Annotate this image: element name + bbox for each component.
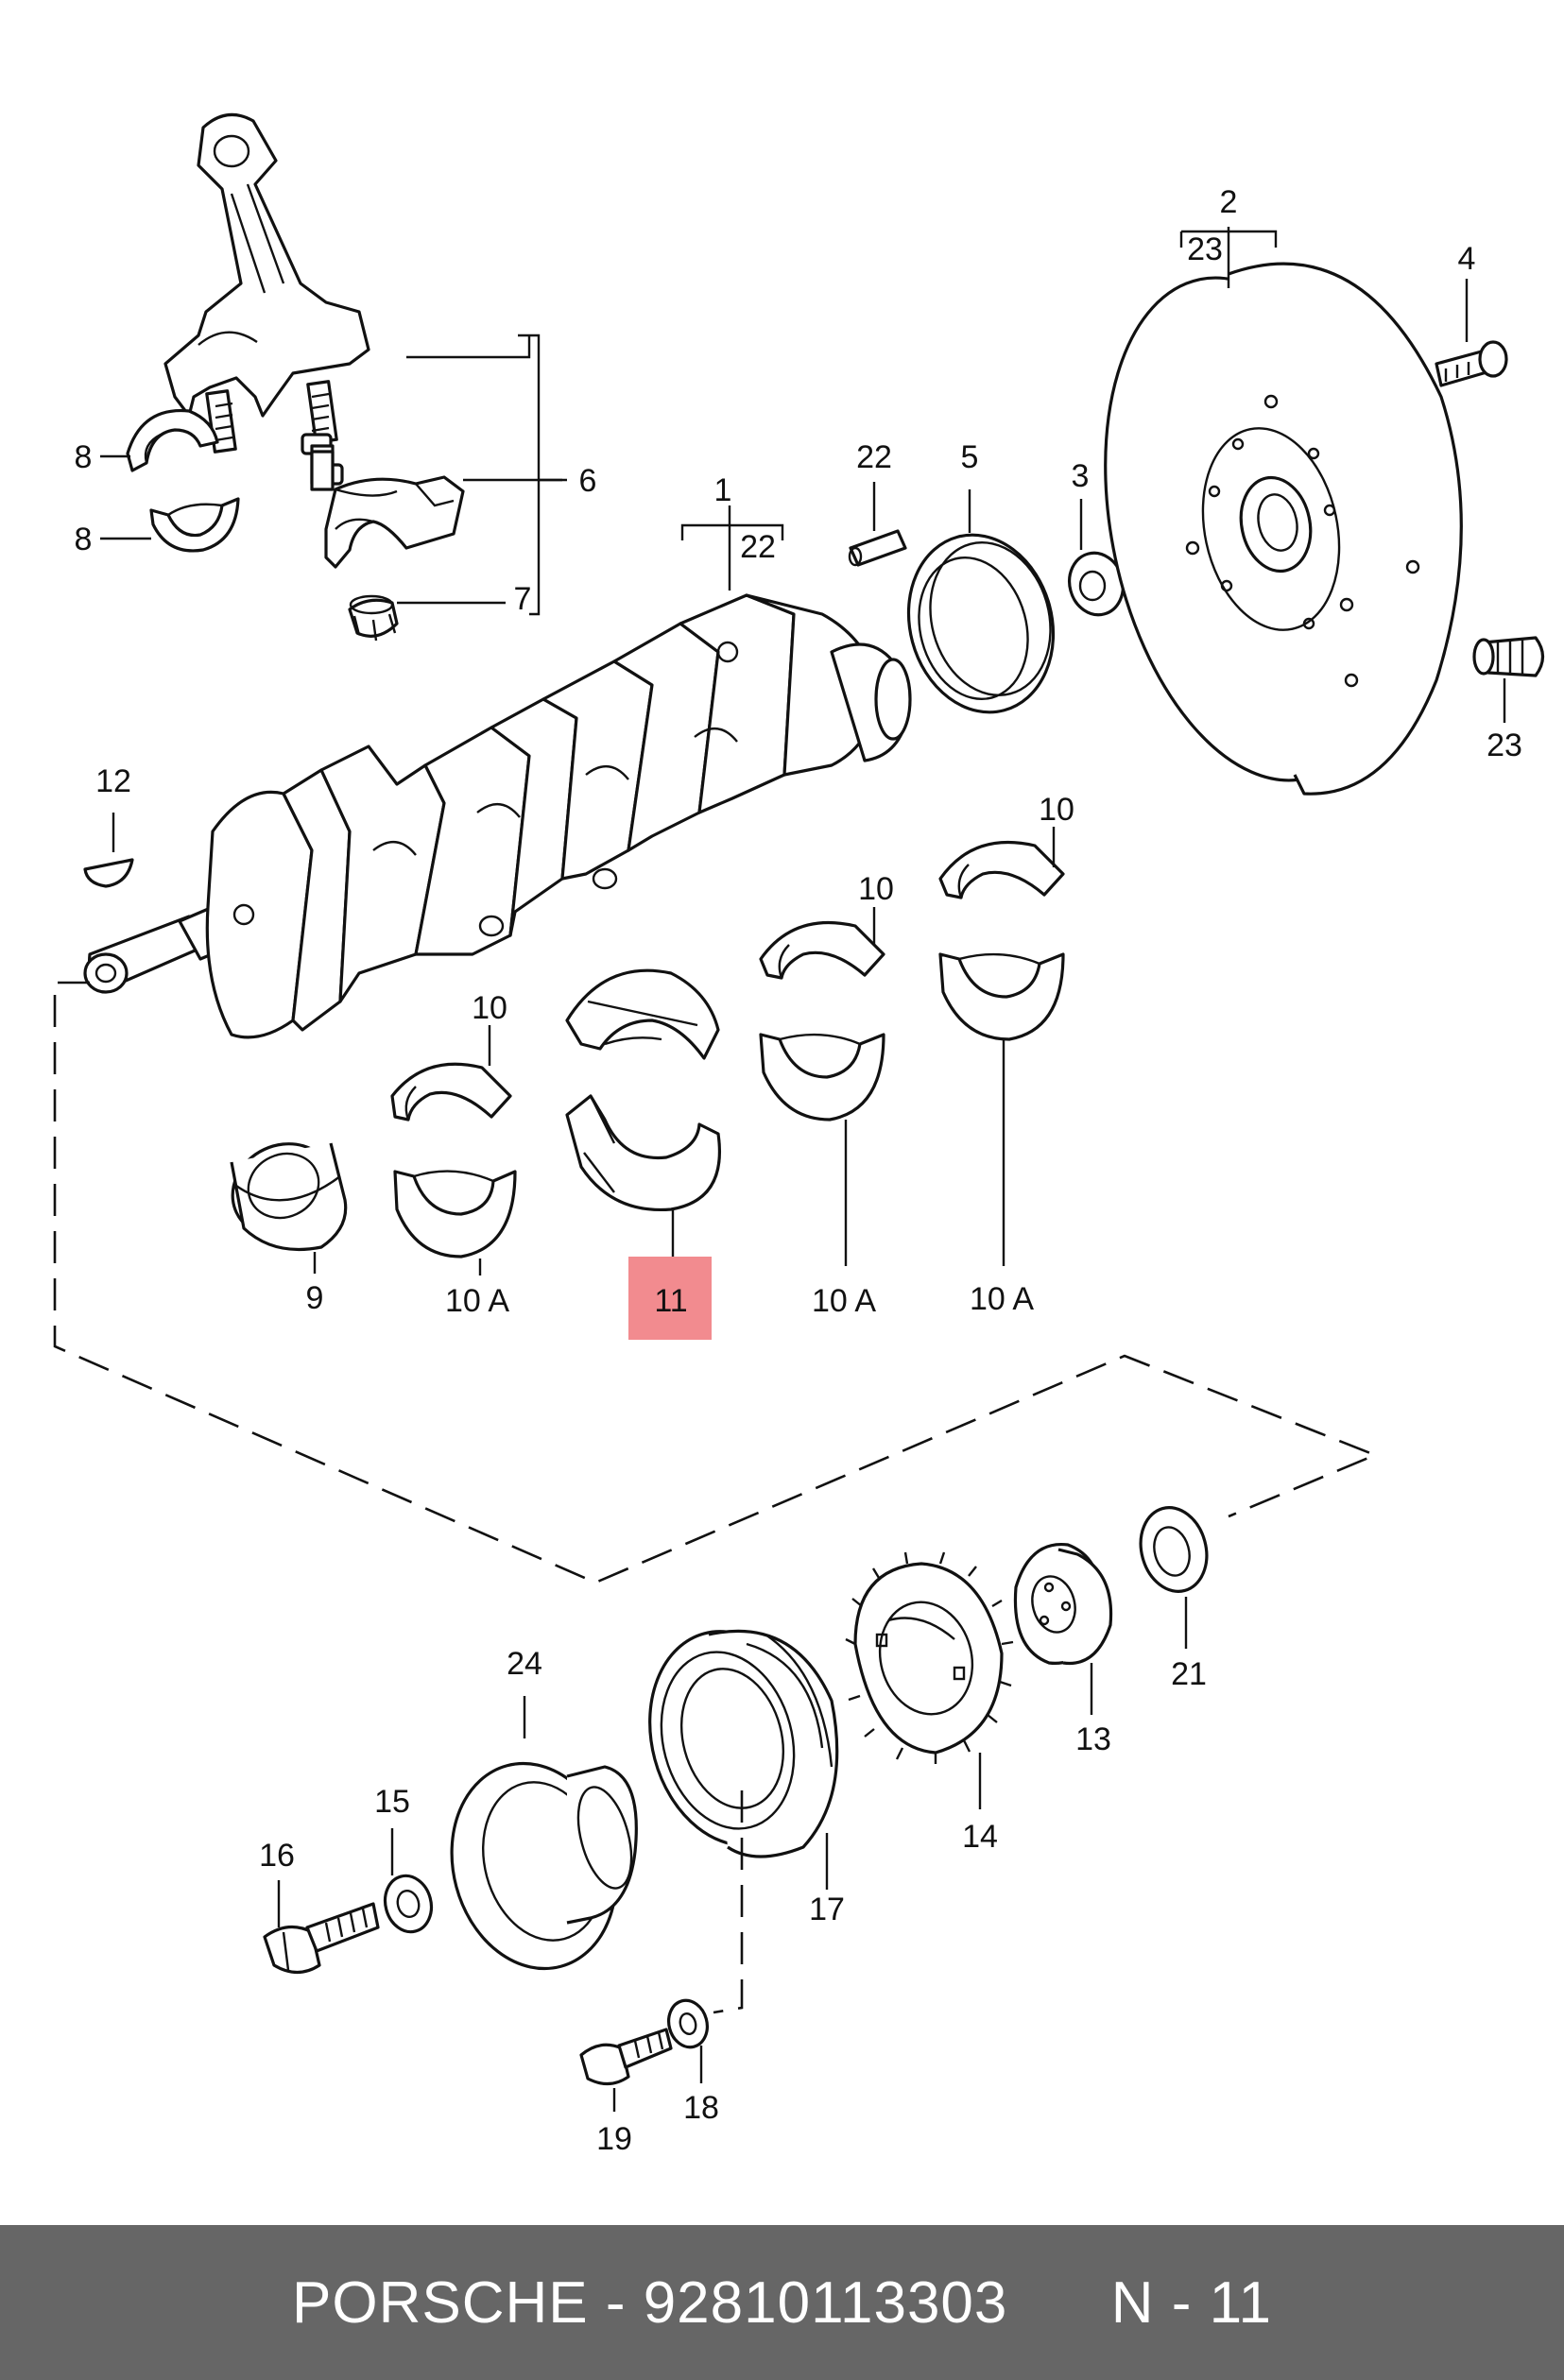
washer-18 <box>667 1998 709 2049</box>
flywheel-dowel <box>1472 636 1545 677</box>
main-bearing-shell-upper <box>390 1062 512 1122</box>
seal-ring-21 <box>1139 1506 1209 1593</box>
crankshaft-exploded-diagram: 1 22 22 5 3 2 23 4 23 6 7 8 8 12 10 10 1… <box>53 112 1545 2157</box>
callout-14: 14 <box>962 1819 998 1855</box>
part-number: 92810113303 <box>643 2269 1008 2336</box>
brand-name: PORSCHE <box>291 2269 589 2336</box>
pilot-bearing <box>1068 551 1125 617</box>
page-code: N - 11 <box>1110 2269 1272 2336</box>
callout-12: 12 <box>95 763 131 799</box>
rod-bearing-shell-lower <box>149 497 240 553</box>
callout-10: 10 <box>472 990 507 1026</box>
callout-10: 10 <box>1039 792 1074 828</box>
woodruff-key <box>83 858 134 888</box>
thrust-bearing-shell-upper <box>565 968 720 1060</box>
washer-15 <box>383 1874 434 1934</box>
callout-21: 21 <box>1171 1656 1207 1692</box>
thrust-bearing-shell-lower <box>565 1094 721 1212</box>
bracket-6 <box>406 334 562 616</box>
callout-5: 5 <box>961 439 979 475</box>
dowel-pin <box>848 529 907 567</box>
rod-cap <box>324 475 465 569</box>
callout-8: 8 <box>75 439 93 475</box>
main-bearing-shell-lower <box>759 1033 885 1122</box>
banner-text: PORSCHE - 92810113303 N - 11 <box>292 2269 1272 2337</box>
flywheel <box>1104 262 1463 796</box>
crankshaft <box>83 593 912 1039</box>
callout-11-highlight <box>628 1257 712 1340</box>
callout-19: 19 <box>596 2121 632 2157</box>
timing-gear-14 <box>845 1551 1014 1764</box>
spacer <box>1007 2270 1110 2336</box>
callout-10A: 10 A <box>445 1283 509 1319</box>
callout-16: 16 <box>259 1838 295 1874</box>
callout-8: 8 <box>75 522 93 557</box>
callout-10A: 10 A <box>970 1281 1034 1317</box>
main-bearing-shell-lower <box>393 1170 517 1258</box>
assembly-dashed-leader <box>53 981 1379 1584</box>
callout-7: 7 <box>514 581 532 617</box>
rear-oil-seal <box>906 533 1056 714</box>
callout-17: 17 <box>809 1892 845 1927</box>
main-bearing-shell-upper <box>938 841 1065 899</box>
main-bearing-shell-lower <box>938 952 1065 1041</box>
callout-9: 9 <box>306 1280 324 1316</box>
callout-10A: 10 A <box>812 1283 876 1319</box>
main-bearing-9 <box>230 1142 348 1251</box>
callout-18: 18 <box>683 2090 719 2126</box>
callout-23: 23 <box>1187 231 1223 267</box>
callout-3: 3 <box>1072 458 1090 494</box>
sprocket-13 <box>1013 1542 1113 1666</box>
callout-22: 22 <box>856 439 892 475</box>
rod-bolt-lower <box>310 450 335 491</box>
separator: - <box>588 2269 644 2336</box>
callout-2: 2 <box>1220 184 1238 220</box>
callout-15: 15 <box>374 1784 410 1820</box>
callout-1: 1 <box>714 472 732 508</box>
callout-6: 6 <box>579 463 597 499</box>
rod-bolt <box>301 380 338 455</box>
vibration-damper-24 <box>450 1761 638 1971</box>
callout-23: 23 <box>1487 728 1522 763</box>
bolt-19 <box>579 2028 673 2086</box>
callout-13: 13 <box>1075 1721 1111 1757</box>
part-number-banner: PORSCHE - 92810113303 N - 11 <box>0 2225 1564 2380</box>
rod-bearing-shell-upper <box>126 408 219 472</box>
rod-nut <box>348 594 399 642</box>
callout-4: 4 <box>1458 241 1476 277</box>
main-bearing-shell-upper <box>759 921 885 980</box>
callout-22: 22 <box>740 529 776 565</box>
flywheel-bolt <box>1435 340 1508 387</box>
crank-pulley-17 <box>648 1629 839 1858</box>
bolt-16 <box>263 1902 380 1975</box>
callout-10: 10 <box>858 871 894 907</box>
connecting-rod <box>163 112 370 418</box>
bolt-dashed-leader <box>713 1790 744 2014</box>
callout-11: 11 <box>654 1283 687 1319</box>
callout-24: 24 <box>507 1646 542 1682</box>
